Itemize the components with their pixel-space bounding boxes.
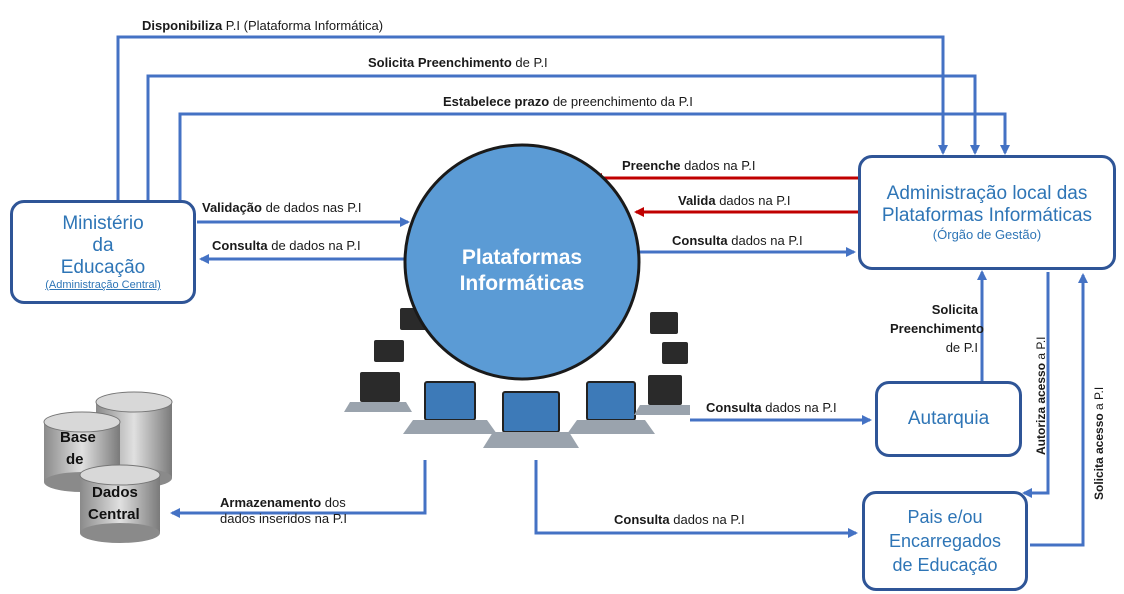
db-label-base: Base [60, 429, 96, 446]
autarquia-label: Autarquia [907, 408, 990, 429]
pais-line1: Pais e/ou [907, 507, 983, 527]
arrow-solicita-acesso [1030, 273, 1088, 547]
pais-line2: Encarregados [888, 531, 1002, 551]
db-label-de: de [66, 451, 84, 468]
label-solicita-autarquia: Solicita Preenchimento de P.I [890, 302, 984, 355]
label-solicita-preenchimento: Solicita Preenchimento de P.I [368, 55, 548, 70]
db-label-dados: Dados [92, 484, 138, 501]
ministerio-line2: da [92, 235, 114, 256]
label-autoriza-acesso: Autoriza acesso a P.I [1034, 336, 1048, 455]
database-icon [43, 391, 173, 543]
ministerio-box: Ministério da Educação (Administração Ce… [10, 200, 196, 304]
label-consulta-autarquia: Consulta dados na P.I [706, 400, 837, 415]
admin-local-sub: (Órgão de Gestão) [932, 227, 1042, 242]
autarquia-box: Autarquia [875, 381, 1022, 457]
label-solicita-acesso: Solicita acesso a P.I [1092, 386, 1106, 500]
arrow-disponibiliza [116, 35, 948, 205]
db-label-central: Central [88, 506, 140, 523]
plataformas-circle [403, 143, 641, 381]
pais-box: Pais e/ou Encarregados de Educação [862, 491, 1028, 591]
ministerio-sub: (Administração Central) [45, 279, 161, 291]
label-consulta-admin: Consulta dados na P.I [672, 233, 803, 248]
label-consulta-pais: Consulta dados na P.I [614, 512, 745, 527]
label-armazenamento: Armazenamento dos dados inseridos na P.I [220, 495, 347, 526]
admin-local-line1: Administração local das [886, 183, 1088, 204]
arrow-armazenamento [170, 442, 427, 518]
label-preenche: Preenche dados na P.I [622, 158, 756, 173]
arrow-autoriza-acesso [1022, 272, 1050, 498]
ministerio-line3: Educação [60, 257, 146, 278]
arrow-estabelece-prazo [178, 112, 1010, 205]
label-validacao: Validação de dados nas P.I [202, 200, 362, 215]
admin-local-box: Administração local das Plataformas Info… [858, 155, 1116, 270]
arrow-consulta-pais [534, 460, 858, 538]
label-consulta-ministerio: Consulta de dados na P.I [212, 238, 361, 253]
admin-local-line2: Plataformas Informáticas [881, 205, 1093, 226]
pais-line3: de Educação [892, 555, 998, 575]
label-disponibiliza: Disponibiliza P.I (Plataforma Informátic… [142, 18, 384, 33]
plataformas-label: Plataformas Informáticas [459, 246, 585, 295]
label-valida: Valida dados na P.I [678, 193, 791, 208]
label-estabelece-prazo: Estabelece prazo de preenchimento da P.I [443, 94, 693, 109]
ministerio-line1: Ministério [62, 213, 144, 234]
